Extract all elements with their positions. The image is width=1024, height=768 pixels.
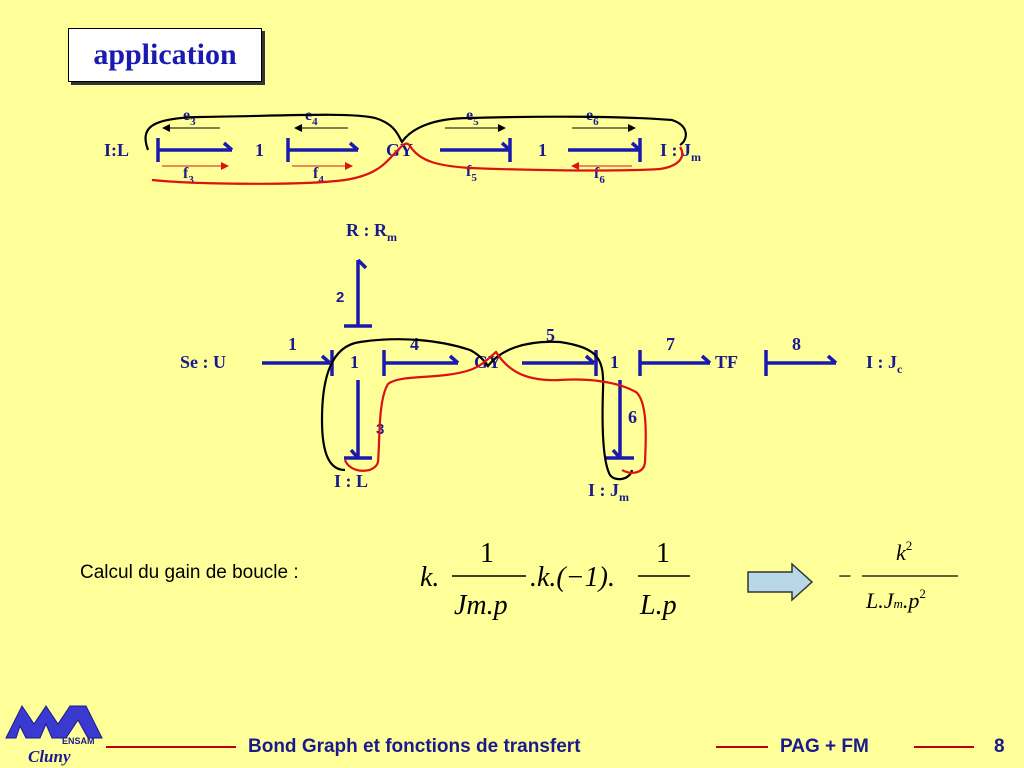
source-label: Se : U <box>180 352 226 372</box>
top-il-label: I:L <box>104 140 129 160</box>
bond-number-7: 7 <box>666 334 675 354</box>
result-sign: − <box>838 564 852 590</box>
formula-num1: 1 <box>480 538 494 569</box>
ensam-logo: ENSAM Cluny <box>5 705 103 766</box>
implies-arrow-icon <box>747 562 814 602</box>
main-effort-loop <box>320 338 634 481</box>
bond-number-5: 5 <box>546 325 555 345</box>
main-bond-graph: R : Rm Se : U 1 GY 1 TF I : Jc I : L I :… <box>180 220 903 504</box>
tf-label: TF <box>715 352 738 372</box>
footer-line-left <box>106 746 236 748</box>
footer-line-right <box>914 746 974 748</box>
top-bonds <box>156 138 642 162</box>
svg-text:ENSAM: ENSAM <box>62 736 95 746</box>
top-bond-6-half <box>630 141 642 152</box>
calc-label: Calcul du gain de boucle : <box>80 562 299 583</box>
formula-num2: 1 <box>656 538 670 569</box>
top-bond-4-half <box>348 141 360 152</box>
top-effort-loop <box>144 113 687 151</box>
svg-text:f6: f6 <box>594 165 605 186</box>
formula-den2: L.p <box>639 590 677 621</box>
svg-text:e4: e4 <box>305 107 318 128</box>
bond-number-1: 1 <box>288 334 297 354</box>
main-flow-loop <box>343 350 647 474</box>
top-junction-1: 1 <box>255 140 264 160</box>
svg-text:e3: e3 <box>183 107 196 128</box>
top-flow-loop <box>151 142 684 185</box>
bond-number-8: 8 <box>792 334 801 354</box>
svg-text:e5: e5 <box>466 107 479 128</box>
formula-k1: k. <box>420 562 439 593</box>
top-junction-2: 1 <box>538 140 547 160</box>
main-bonds <box>262 258 838 460</box>
bond-number-2: 2 <box>336 289 344 306</box>
page-number: 8 <box>994 736 1005 757</box>
footer-author: PAG + FM <box>780 736 869 757</box>
svg-text:Cluny: Cluny <box>28 747 71 766</box>
slide-title: application <box>68 28 262 82</box>
junction-b-label: 1 <box>610 352 619 372</box>
result-num: k2 <box>896 538 912 565</box>
load-label: I : Jc <box>866 352 903 376</box>
bond-number-4: 4 <box>410 334 419 354</box>
top-flows: f3 f4 f5 f6 <box>162 162 632 186</box>
result-den: L.Jm.p2 <box>865 586 926 613</box>
top-bond-3-half <box>222 141 234 152</box>
svg-text:f4: f4 <box>313 165 324 186</box>
formula-den1: Jm.p <box>454 590 508 621</box>
svg-text:f5: f5 <box>466 163 477 184</box>
svg-text:f3: f3 <box>183 165 194 186</box>
bond-number-6: 6 <box>628 407 637 427</box>
footer-title: Bond Graph et fonctions de transfert <box>248 736 581 757</box>
loop-gain-formula: k. 1 Jm.p .k.(−1). 1 L.p − k2 L.Jm.p2 <box>420 538 958 621</box>
formula-middle: .k.(−1). <box>530 562 615 593</box>
top-bond-5-half <box>500 141 512 152</box>
inductor-label: I : L <box>334 471 368 491</box>
top-bond-graph: I:L 1 GY 1 I : Jm e3 e4 e5 e6 f3 f4 <box>104 107 701 186</box>
resistor-label: R : Rm <box>346 220 397 244</box>
footer-line-mid <box>716 746 768 748</box>
inertia-label: I : Jm <box>588 480 629 504</box>
junction-a-label: 1 <box>350 352 359 372</box>
svg-text:e6: e6 <box>586 107 599 128</box>
